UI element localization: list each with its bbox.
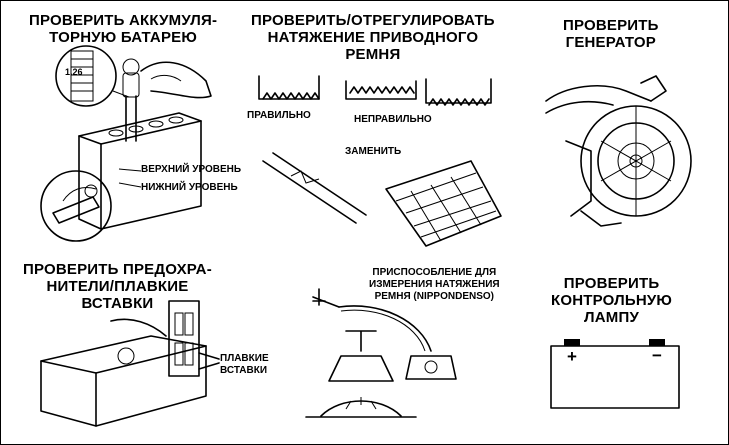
generator-title: ПРОВЕРИТЬ ГЕНЕРАТОР (563, 17, 659, 51)
battery-plus-sign: + (567, 347, 577, 366)
battery-gauge-reading: 1.26 (65, 67, 83, 77)
battery-title: ПРОВЕРИТЬ АККУМУЛЯ- ТОРНУЮ БАТАРЕЮ (29, 12, 218, 46)
lower-level-label: НИЖНИЙ УРОВЕНЬ (141, 182, 238, 193)
belt-profile-incorrect-1 (345, 80, 417, 100)
battery-minus-sign: − (652, 346, 662, 365)
fuse-box-illustration (40, 300, 220, 427)
belt-incorrect-label: НЕПРАВИЛЬНО (354, 114, 432, 125)
belt-profile-incorrect-2 (425, 78, 492, 106)
battery-illustration (40, 45, 212, 242)
fuse-links-label: ПЛАВКИЕ ВСТАВКИ (220, 353, 269, 376)
upper-level-label: ВЕРХНИЙ УРОВЕНЬ (141, 164, 242, 175)
belt-title: ПРОВЕРИТЬ/ОТРЕГУЛИРОВАТЬ НАТЯЖЕНИЕ ПРИВО… (251, 12, 495, 63)
belt-correct-label: ПРАВИЛЬНО (247, 110, 311, 121)
worn-belt-strip (262, 152, 367, 224)
battery-lamp-symbol (550, 339, 680, 409)
belt-profile-correct (258, 75, 320, 100)
belt-replace-label: ЗАМЕНИТЬ (345, 146, 402, 157)
tension-gauge-illustration (305, 288, 457, 418)
cracked-belt-block (385, 160, 502, 247)
lamp-title: ПРОВЕРИТЬ КОНТРОЛЬНУЮ ЛАМПУ (551, 275, 673, 326)
fuses-title: ПРОВЕРИТЬ ПРЕДОХРА- НИТЕЛИ/ПЛАВКИЕ ВСТАВ… (23, 261, 212, 312)
generator-illustration (545, 75, 692, 227)
tension-gauge-caption: ПРИСПОСОБЛЕНИЕ ДЛЯ ИЗМЕРЕНИЯ НАТЯЖЕНИЯ Р… (369, 267, 500, 302)
